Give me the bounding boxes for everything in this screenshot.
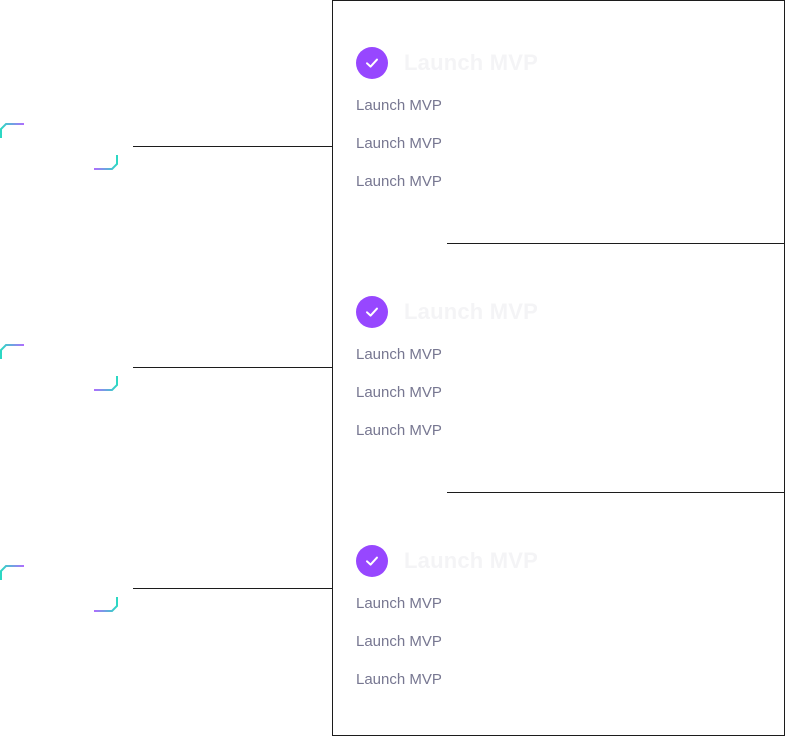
- list-item: Launch MVP: [356, 135, 442, 152]
- card-title: Launch MVP: [404, 299, 539, 324]
- bracket-marker-3: [0, 564, 120, 614]
- bracket-marker-1: [0, 122, 120, 172]
- check-icon: [356, 545, 388, 577]
- list-item: Launch MVP: [356, 595, 442, 612]
- connector-line-1: [133, 146, 332, 147]
- card-header: Launch MVP: [356, 545, 538, 577]
- milestone-card-2: Launch MVP Launch MVP Launch MVP Launch …: [332, 243, 785, 493]
- list-item: Launch MVP: [356, 384, 442, 401]
- bracket-corner-icon: [0, 565, 118, 612]
- card-title: Launch MVP: [404, 548, 539, 573]
- list-item: Launch MVP: [356, 422, 442, 439]
- list-item: Launch MVP: [356, 633, 442, 650]
- list-item: Launch MVP: [356, 671, 442, 688]
- milestone-card-3: Launch MVP Launch MVP Launch MVP Launch …: [332, 492, 785, 736]
- bracket-corner-icon: [0, 344, 118, 391]
- card-title: Launch MVP: [404, 50, 539, 75]
- card-item-list: Launch MVP Launch MVP Launch MVP: [356, 593, 442, 707]
- card-tab-notch: [333, 243, 447, 244]
- list-item: Launch MVP: [356, 173, 442, 190]
- list-item: Launch MVP: [356, 97, 442, 114]
- card-header: Launch MVP: [356, 296, 538, 328]
- card-header: Launch MVP: [356, 47, 538, 79]
- milestone-card-1: Launch MVP Launch MVP Launch MVP Launch …: [332, 0, 785, 244]
- check-icon: [356, 296, 388, 328]
- check-icon: [356, 47, 388, 79]
- connector-line-3: [133, 588, 332, 589]
- card-item-list: Launch MVP Launch MVP Launch MVP: [356, 344, 442, 458]
- bracket-marker-2: [0, 343, 120, 393]
- card-item-list: Launch MVP Launch MVP Launch MVP: [356, 95, 442, 209]
- list-item: Launch MVP: [356, 346, 442, 363]
- bracket-corner-icon: [0, 123, 118, 170]
- card-tab-notch: [333, 492, 447, 493]
- connector-line-2: [133, 367, 332, 368]
